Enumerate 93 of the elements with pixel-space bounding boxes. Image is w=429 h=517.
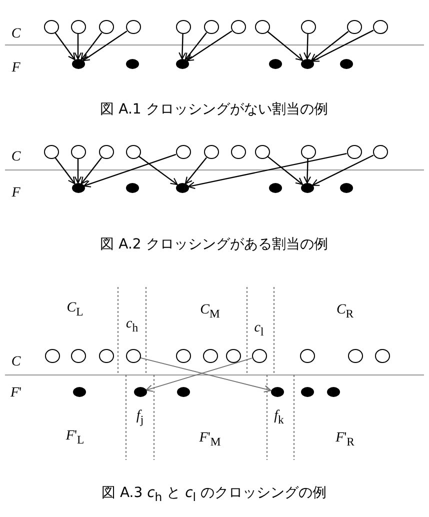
- element-label: f$_{k}$: [274, 408, 284, 428]
- set-label: C: [11, 26, 21, 42]
- arrow: [54, 157, 76, 184]
- open-circle: [44, 145, 58, 159]
- open-circle: [346, 145, 362, 159]
- arrow: [304, 34, 312, 60]
- arrow: [184, 157, 207, 184]
- open-circle: [98, 349, 114, 363]
- open-circle: [44, 349, 60, 363]
- filled-dot: [72, 387, 86, 397]
- arrow: [267, 156, 304, 185]
- open-circle: [98, 145, 114, 159]
- arrow: [312, 154, 374, 186]
- arrow: [267, 31, 304, 61]
- set-label: F': [10, 385, 22, 401]
- open-circle: [202, 349, 218, 363]
- arrow: [311, 31, 349, 61]
- open-circle: [70, 145, 86, 159]
- open-circle: [126, 145, 140, 159]
- filled-dot: [300, 387, 314, 397]
- open-circle: [252, 349, 266, 363]
- open-circle: [176, 145, 190, 159]
- open-circle: [126, 20, 140, 34]
- filled-dot: [268, 59, 282, 69]
- open-circle: [300, 145, 316, 159]
- set-label: C$_{M}$: [200, 302, 220, 322]
- set-label: F'$_{M}$: [199, 430, 221, 450]
- figure-caption: 図 A.2 クロッシングがある割当の例: [100, 237, 328, 253]
- filled-dot: [72, 59, 84, 69]
- filled-dot: [340, 59, 352, 69]
- filled-dot: [72, 183, 84, 193]
- open-circle: [126, 349, 140, 363]
- set-label: C: [11, 354, 21, 370]
- filled-dot: [134, 387, 146, 397]
- open-circle: [254, 20, 270, 34]
- open-circle: [98, 20, 114, 34]
- arrow: [54, 32, 76, 60]
- open-circle: [70, 349, 86, 363]
- arrow: [80, 32, 102, 60]
- arrow: [80, 157, 102, 184]
- open-circle: [230, 145, 246, 159]
- arrow: [186, 30, 232, 62]
- open-circle: [300, 349, 314, 363]
- arrow: [178, 34, 186, 60]
- arrow: [138, 156, 178, 186]
- filled-dot: [268, 183, 282, 193]
- filled-dot: [270, 387, 284, 397]
- arrow: [184, 32, 208, 60]
- filled-dot: [126, 59, 138, 69]
- figure-caption: 図 A.3 c$_{h}$ と c$_{l}$ のクロッシングの例: [102, 486, 326, 504]
- filled-dot: [126, 183, 138, 193]
- arrow: [304, 158, 312, 184]
- open-circle: [230, 20, 246, 34]
- set-label: C: [11, 149, 21, 165]
- set-label: F: [12, 60, 20, 76]
- open-circle: [374, 349, 390, 363]
- set-label: F: [12, 185, 20, 201]
- open-circle: [300, 20, 316, 34]
- element-label: c$_{l}$: [254, 320, 264, 340]
- set-label: F'$_{L}$: [66, 428, 84, 448]
- set-label: C$_{R}$: [336, 302, 354, 322]
- open-circle: [372, 145, 388, 159]
- arrow: [140, 357, 272, 393]
- set-label: C$_{L}$: [66, 300, 84, 320]
- arrow: [74, 159, 82, 184]
- open-circle: [176, 349, 190, 363]
- arrow: [188, 152, 347, 190]
- element-label: c$_{h}$: [126, 316, 138, 336]
- arrow: [82, 30, 128, 62]
- arrow: [74, 34, 82, 60]
- open-circle: [346, 20, 362, 34]
- filled-dot: [340, 183, 352, 193]
- filled-dot: [300, 183, 314, 193]
- filled-dot: [176, 387, 190, 397]
- element-label: f$_{j}$: [136, 408, 144, 428]
- open-circle: [176, 20, 190, 34]
- open-circle: [372, 20, 388, 34]
- open-circle: [44, 20, 58, 34]
- figure-caption: 図 A.1 クロッシングがない割当の例: [100, 102, 328, 118]
- open-circle: [204, 145, 218, 159]
- set-label: F'$_{R}$: [336, 430, 354, 450]
- open-circle: [70, 20, 86, 34]
- open-circle: [226, 349, 240, 363]
- arrow: [146, 358, 252, 392]
- filled-dot: [176, 59, 188, 69]
- arrow: [83, 154, 176, 188]
- filled-dot: [176, 183, 188, 193]
- open-circle: [204, 20, 218, 34]
- arrow: [312, 30, 374, 62]
- open-circle: [348, 349, 362, 363]
- filled-dot: [326, 387, 340, 397]
- open-circle: [254, 145, 270, 159]
- filled-dot: [300, 59, 314, 69]
